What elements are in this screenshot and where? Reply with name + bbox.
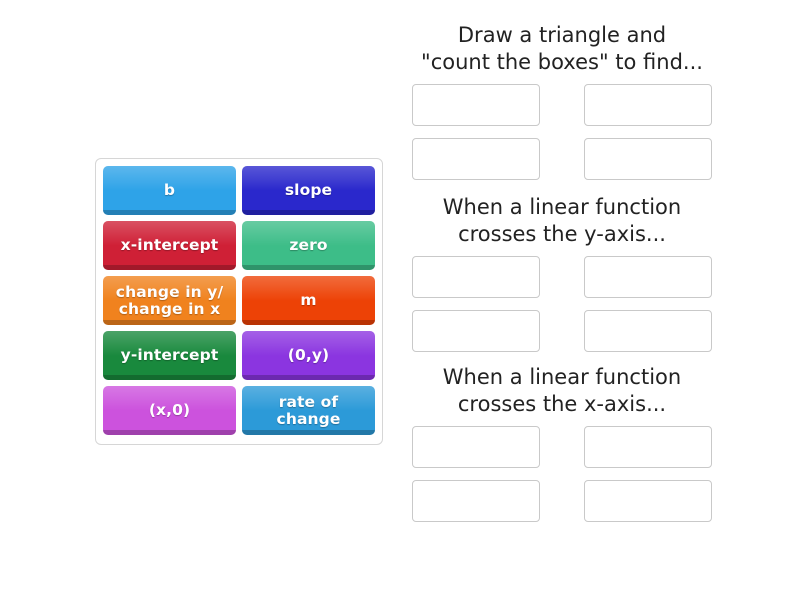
tile-label: b	[163, 181, 176, 199]
tile-zero[interactable]: zero	[242, 221, 375, 270]
tile-x-intercept[interactable]: x-intercept	[103, 221, 236, 270]
tile-label: slope	[284, 181, 333, 199]
drop-slot-11[interactable]	[412, 480, 540, 522]
drop-slot-1[interactable]	[412, 84, 540, 126]
tile-label: zero	[289, 236, 328, 254]
drop-slot-12[interactable]	[584, 480, 712, 522]
tile-bank: b slope x-intercept zero change in y/ change…	[95, 158, 383, 445]
drop-slot-4[interactable]	[584, 138, 712, 180]
tile-label: change in y/ change in x	[115, 282, 224, 318]
drop-slot-row	[412, 84, 712, 126]
tile-x-0[interactable]: (x,0)	[103, 386, 236, 435]
tile-0-y[interactable]: (0,y)	[242, 331, 375, 380]
drop-slot-row	[412, 256, 712, 298]
tile-row: x-intercept zero	[100, 218, 378, 273]
drop-slot-row	[412, 426, 712, 468]
drop-slot-2[interactable]	[584, 84, 712, 126]
drop-slot-10[interactable]	[584, 426, 712, 468]
group-crosses-y-axis: When a linear function crosses the y-axi…	[412, 194, 712, 352]
tile-row: (x,0) rate of change	[100, 383, 378, 438]
drop-slot-5[interactable]	[412, 256, 540, 298]
tile-label: y-intercept	[120, 346, 219, 364]
tile-slope[interactable]: slope	[242, 166, 375, 215]
group-draw-a-triangle: Draw a triangle and "count the boxes" to…	[412, 22, 712, 180]
drop-slot-6[interactable]	[584, 256, 712, 298]
tile-row: change in y/ change in x m	[100, 273, 378, 328]
tile-label: (x,0)	[148, 401, 191, 419]
group-title: When a linear function crosses the y-axi…	[442, 195, 682, 246]
tile-row: y-intercept (0,y)	[100, 328, 378, 383]
tile-row: b slope	[100, 163, 378, 218]
tile-label: m	[300, 291, 317, 309]
prompt-groups: Draw a triangle and "count the boxes" to…	[412, 22, 712, 534]
drop-slot-3[interactable]	[412, 138, 540, 180]
tile-label: (0,y)	[287, 346, 330, 364]
drop-slot-row	[412, 138, 712, 180]
drop-slot-row	[412, 310, 712, 352]
tile-b[interactable]: b	[103, 166, 236, 215]
tile-label: rate of change	[276, 392, 341, 428]
tile-y-intercept[interactable]: y-intercept	[103, 331, 236, 380]
tile-change-in-y-over-change-in-x[interactable]: change in y/ change in x	[103, 276, 236, 325]
tile-label: x-intercept	[120, 236, 219, 254]
group-crosses-x-axis: When a linear function crosses the x-axi…	[412, 364, 712, 522]
drop-slot-8[interactable]	[584, 310, 712, 352]
group-title: When a linear function crosses the x-axi…	[442, 365, 682, 416]
tile-m[interactable]: m	[242, 276, 375, 325]
drop-slot-9[interactable]	[412, 426, 540, 468]
group-title: Draw a triangle and "count the boxes" to…	[421, 23, 703, 74]
drop-slot-row	[412, 480, 712, 522]
tile-rate-of-change[interactable]: rate of change	[242, 386, 375, 435]
drop-slot-7[interactable]	[412, 310, 540, 352]
